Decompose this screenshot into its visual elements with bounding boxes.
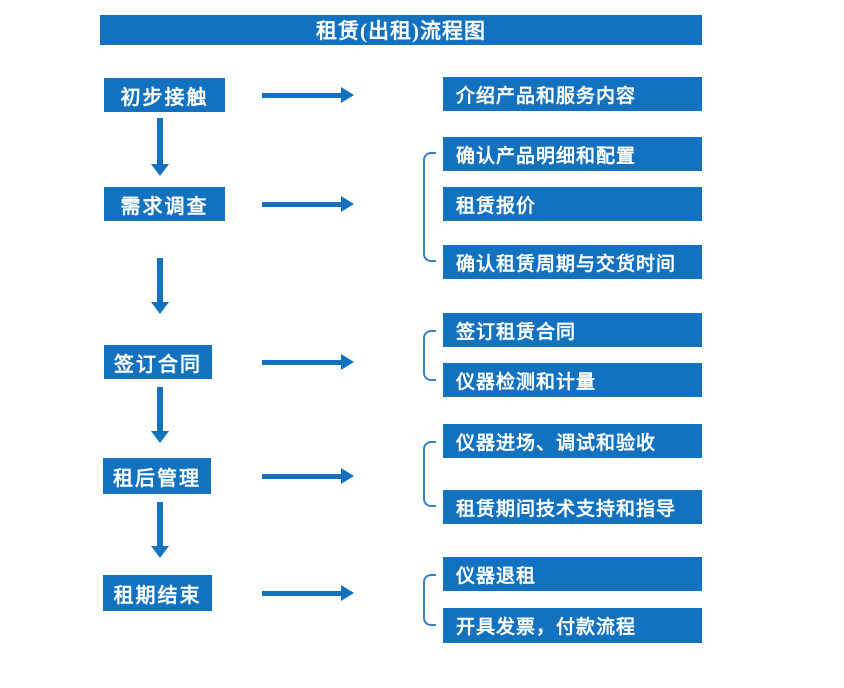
detail-box: 签订租赁合同 <box>443 313 702 347</box>
arrow-shaft <box>157 502 163 546</box>
arrow-shaft <box>157 387 163 431</box>
group-bracket <box>423 574 436 626</box>
group-bracket <box>423 152 436 262</box>
arrow-head <box>341 87 354 103</box>
arrow-head <box>151 164 169 176</box>
detail-box: 确认租赁周期与交货时间 <box>443 245 702 279</box>
step-post-rental-management: 租后管理 <box>103 458 211 494</box>
arrow-head <box>151 431 169 443</box>
detail-box: 确认产品明细和配置 <box>443 137 702 171</box>
arrow-shaft <box>262 201 341 207</box>
arrow-down-icon <box>151 387 169 443</box>
arrow-right-icon <box>262 354 354 370</box>
arrow-right-icon <box>262 585 354 601</box>
title-bar: 租赁(出租)流程图 <box>100 15 702 45</box>
arrow-shaft <box>262 359 341 365</box>
arrow-head <box>151 302 169 314</box>
arrow-shaft <box>157 118 163 164</box>
arrow-shaft <box>157 258 163 302</box>
arrow-head <box>151 546 169 558</box>
arrow-right-icon <box>262 468 354 484</box>
detail-box: 开具发票，付款流程 <box>443 608 702 643</box>
arrow-down-icon <box>151 258 169 314</box>
step-rental-period-end: 租期结束 <box>103 575 212 611</box>
arrow-head <box>341 585 354 601</box>
step-demand-survey: 需求调查 <box>104 187 225 221</box>
group-bracket <box>423 441 436 507</box>
arrow-right-icon <box>262 87 354 103</box>
arrow-shaft <box>262 473 341 479</box>
detail-box: 租赁期间技术支持和指导 <box>443 490 702 524</box>
group-bracket <box>423 330 436 381</box>
step-initial-contact: 初步接触 <box>104 78 225 112</box>
step-sign-contract: 签订合同 <box>104 345 212 379</box>
detail-box: 仪器退租 <box>443 557 702 591</box>
arrow-right-icon <box>262 196 354 212</box>
arrow-head <box>341 468 354 484</box>
arrow-shaft <box>262 92 341 98</box>
arrow-head <box>341 354 354 370</box>
detail-box: 仪器进场、调试和验收 <box>443 424 702 458</box>
arrow-head <box>341 196 354 212</box>
page-title: 租赁(出租)流程图 <box>316 19 486 43</box>
detail-box: 租赁报价 <box>443 187 702 221</box>
arrow-down-icon <box>151 118 169 176</box>
detail-box: 介绍产品和服务内容 <box>443 77 702 111</box>
arrow-shaft <box>262 590 341 596</box>
arrow-down-icon <box>151 502 169 558</box>
detail-box: 仪器检测和计量 <box>443 363 702 397</box>
